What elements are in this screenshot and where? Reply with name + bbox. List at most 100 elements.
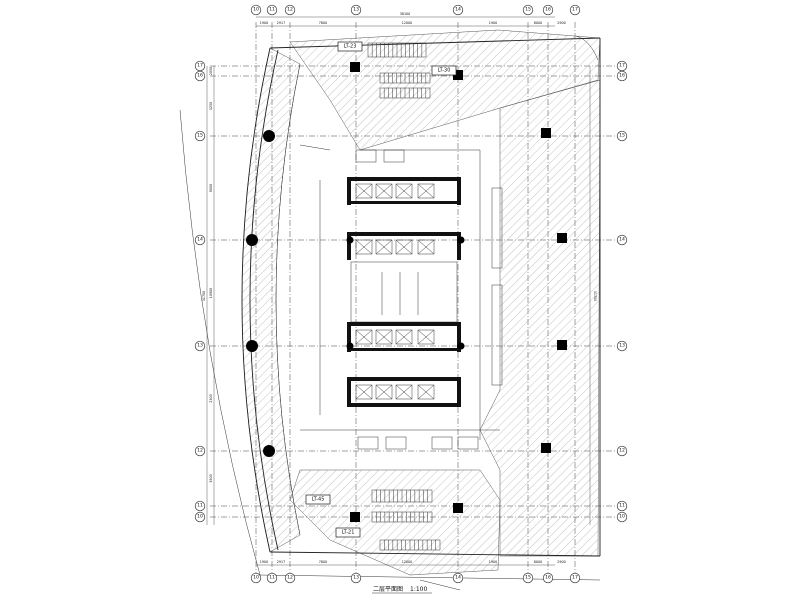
svg-text:13: 13 [619, 343, 625, 349]
column-square [350, 512, 360, 522]
drawing-title-text: 二层平面图 [373, 586, 403, 593]
axis-bubble: 13 [616, 340, 628, 352]
axis-bubble: 17 [616, 60, 628, 72]
dim-segment: 2917 [277, 560, 285, 564]
dim-segment: 9000 [209, 184, 213, 192]
axis-bubble: 12 [616, 445, 628, 457]
svg-text:11: 11 [619, 503, 625, 509]
elevator-car [375, 183, 393, 199]
axis-bubble: 17 [569, 4, 581, 16]
dim-segment: 2900 [557, 560, 565, 564]
axis-bubble: 13 [350, 4, 362, 16]
axis-bubble: 16 [194, 70, 206, 82]
svg-text:16: 16 [197, 73, 203, 79]
svg-text:15: 15 [525, 575, 531, 581]
dim-segment: 3250 [209, 102, 213, 110]
column-square [557, 340, 567, 350]
column-round [263, 445, 275, 457]
column-round [246, 234, 258, 246]
tag-lt-30: LT-30 [431, 65, 457, 76]
dim-segment: 10900 [209, 288, 213, 299]
drawing-title: 二层平面图 1:100 [372, 586, 432, 594]
elevator-car [417, 239, 435, 255]
svg-text:16: 16 [545, 575, 551, 581]
elevator-car [355, 239, 373, 255]
axis-bubble: 11 [266, 4, 278, 16]
column-round [457, 236, 465, 244]
svg-text:15: 15 [619, 133, 625, 139]
dim-segment: 1900 [489, 560, 497, 564]
dim-segment: 1900 [260, 21, 268, 25]
elevator-car [417, 384, 435, 400]
elevator-car [395, 239, 413, 255]
svg-text:14: 14 [197, 237, 203, 243]
axis-bubble: 10 [250, 572, 262, 584]
column-square [541, 443, 551, 453]
axis-bubble: 11 [194, 500, 206, 512]
dim-segment: 2300 [209, 394, 213, 402]
svg-text:LT-30: LT-30 [438, 68, 451, 74]
stair-run [379, 72, 431, 84]
svg-text:10: 10 [253, 575, 259, 581]
column-square [557, 233, 567, 243]
dim-segment: 1900 [489, 21, 497, 25]
axis-bubble: 10 [616, 511, 628, 523]
dim-segment: 3500 [209, 474, 213, 482]
svg-text:16: 16 [545, 7, 551, 13]
svg-text:12: 12 [287, 7, 293, 13]
stair-run [367, 42, 427, 58]
svg-text:12: 12 [287, 575, 293, 581]
svg-text:LT-23: LT-23 [344, 44, 357, 50]
column-round [457, 342, 465, 350]
dim-segment: 8000 [534, 21, 542, 25]
dim-segment: 7800 [319, 560, 327, 564]
dim-segment: 2050 [209, 67, 213, 75]
svg-text:10: 10 [197, 514, 203, 520]
svg-text:13: 13 [353, 7, 359, 13]
column-square [453, 503, 463, 513]
axis-bubble: 17 [194, 60, 206, 72]
axis-bubble: 16 [542, 572, 554, 584]
hatched-zones [241, 29, 601, 576]
elevator-car [395, 183, 413, 199]
dim-segment: 1900 [260, 560, 268, 564]
building-outline [179, 35, 601, 591]
tag-lt-21: LT-21 [335, 527, 361, 538]
axis-bubble: 11 [616, 500, 628, 512]
axis-bubble: 14 [452, 572, 464, 584]
axis-bubble: 12 [284, 572, 296, 584]
dim-left-overall: 31700 [202, 291, 206, 302]
stair-run [379, 539, 441, 551]
svg-text:11: 11 [197, 503, 203, 509]
dim-segment: 2917 [277, 21, 285, 25]
elevator-car [395, 329, 413, 345]
axis-bubble: 14 [452, 4, 464, 16]
dim-segment: 12000 [402, 560, 413, 564]
column-square [350, 62, 360, 72]
svg-text:15: 15 [525, 7, 531, 13]
tag-lt-23: LT-23 [337, 41, 363, 52]
svg-text:11: 11 [269, 7, 275, 13]
elevator-car [375, 329, 393, 345]
svg-text:15: 15 [197, 133, 203, 139]
hatch-zone-right [479, 79, 601, 557]
elevator-car [417, 329, 435, 345]
central-core [347, 177, 461, 407]
svg-text:13: 13 [197, 343, 203, 349]
axis-bubble: 16 [542, 4, 554, 16]
column-round [346, 342, 354, 350]
svg-text:11: 11 [269, 575, 275, 581]
stairs [367, 42, 441, 551]
svg-text:17: 17 [572, 575, 578, 581]
axis-bubble: 10 [250, 4, 262, 16]
column-square [453, 70, 463, 80]
svg-text:14: 14 [619, 237, 625, 243]
svg-text:14: 14 [455, 575, 461, 581]
dim-right-overall: 31700 [593, 291, 597, 302]
svg-text:LT-21: LT-21 [342, 530, 355, 536]
axis-bubble: 12 [284, 4, 296, 16]
hatch-zone-bottom [289, 469, 501, 576]
